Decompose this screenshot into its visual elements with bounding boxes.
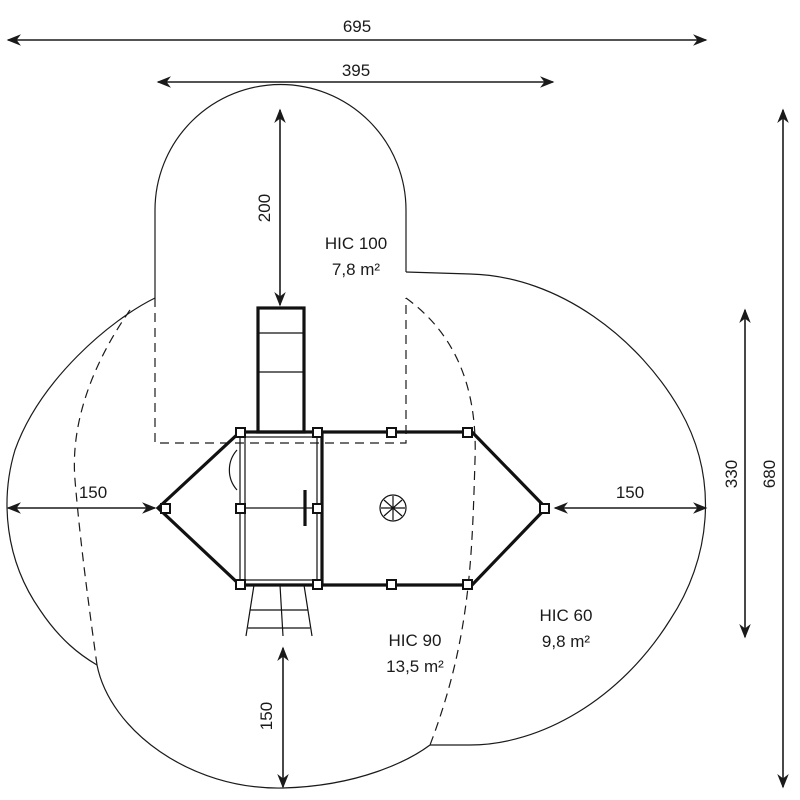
hic90-zone-dashed-boundary [73, 309, 131, 666]
zone-hic60-label: HIC 60 [540, 606, 593, 625]
dim-total-depth-label: 680 [760, 460, 779, 488]
play-structure [155, 306, 550, 637]
dim-slide-zone-label: 200 [255, 194, 274, 222]
hic100-zone-dashed-boundary [154, 298, 407, 444]
zone-hic100-label: HIC 100 [325, 234, 387, 253]
dim-inner-width-label: 395 [342, 61, 370, 80]
dim-structure-depth-label: 330 [722, 460, 741, 488]
hic90-zone-outline [6, 297, 431, 789]
zone-hic90-area: 13,5 m² [386, 657, 444, 676]
deck-outline [155, 430, 549, 587]
ladder [245, 584, 313, 637]
hic60-zone-outline [405, 271, 707, 746]
zone-hic100-area: 7,8 m² [332, 260, 381, 279]
dim-right-clearance-label: 150 [616, 483, 644, 502]
dim-total-width-label: 695 [343, 17, 371, 36]
steering-wheel-icon [379, 494, 407, 522]
dim-left-clearance-label: 150 [79, 483, 107, 502]
slide [256, 306, 306, 434]
hic90-hic60-dashed-boundary [405, 297, 476, 746]
zone-hic60-area: 9,8 m² [542, 632, 591, 651]
dim-bottom-clearance-label: 150 [257, 702, 276, 730]
zone-hic90-label: HIC 90 [389, 631, 442, 650]
posts [160, 427, 550, 590]
